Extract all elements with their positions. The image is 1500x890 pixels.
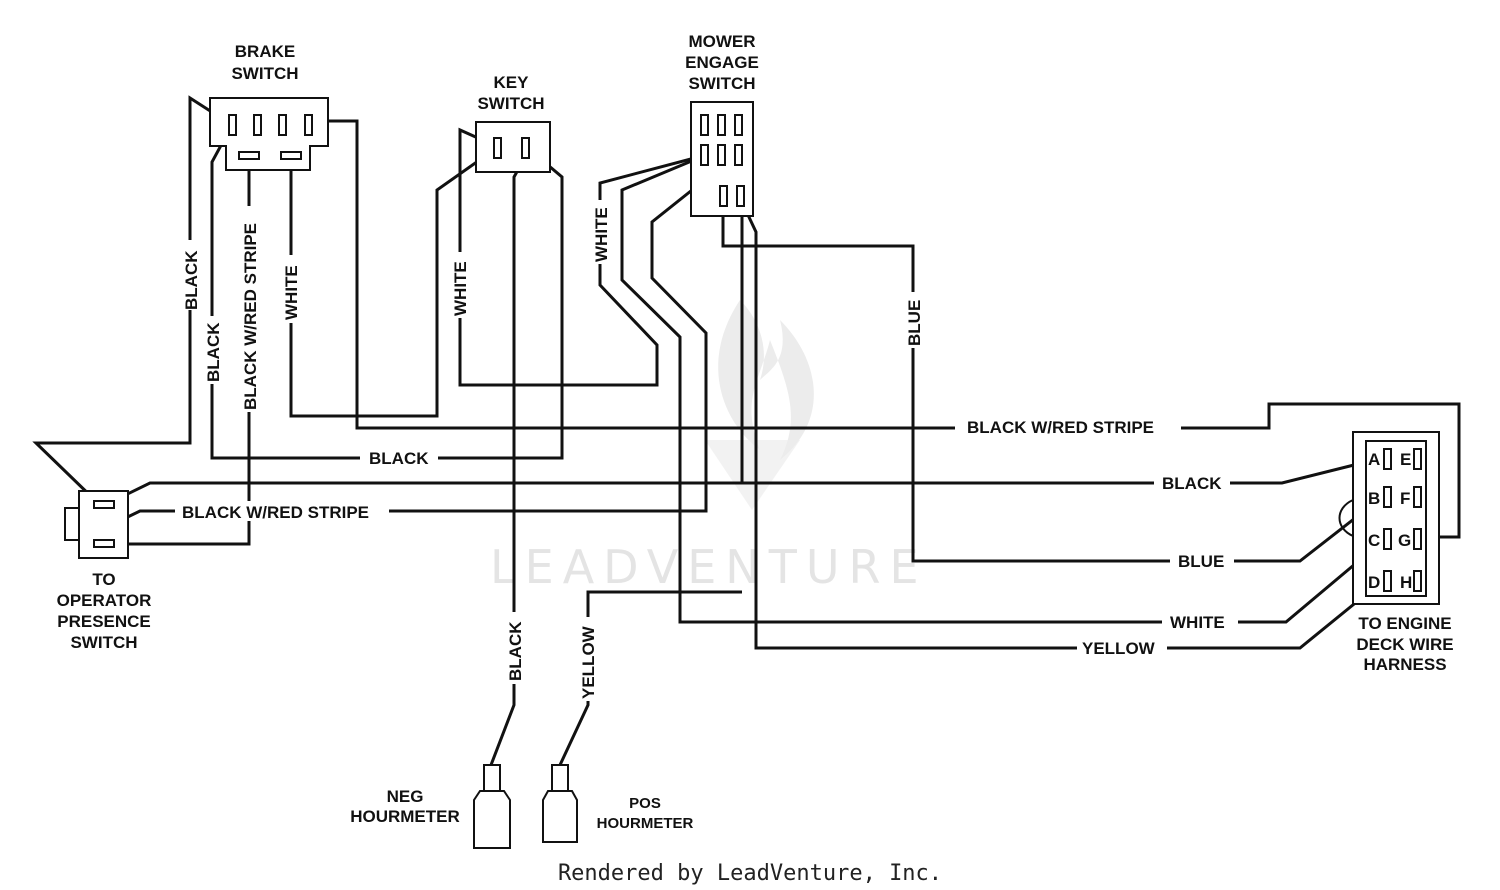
key-switch-label-2: SWITCH	[477, 94, 544, 113]
harness-pin-g: G	[1398, 531, 1411, 550]
label-blue-vertical: BLUE	[905, 300, 924, 346]
harness-pin-a: A	[1368, 450, 1380, 469]
key-switch-label-1: KEY	[494, 73, 530, 92]
operator-label-3: PRESENCE	[57, 612, 151, 631]
brake-switch-label-1: BRAKE	[235, 42, 295, 61]
harness-pin-c: C	[1368, 531, 1380, 550]
operator-label-1: TO	[92, 570, 115, 589]
mower-engage-switch	[690, 101, 754, 217]
label-black-2: BLACK	[204, 322, 223, 382]
wire-mower-yellow-harness	[738, 197, 1387, 650]
harness-label-1: TO ENGINE	[1358, 614, 1451, 633]
harness-label-3: HARNESS	[1363, 655, 1446, 674]
label-white-harness: WHITE	[1170, 613, 1225, 632]
engine-deck-harness-connector	[1338, 431, 1440, 605]
wire-brake-blackred-operator	[105, 157, 251, 546]
pos-hourmeter-label-1: POS	[629, 795, 661, 812]
neg-hourmeter-terminal	[473, 764, 511, 849]
label-white-mower: WHITE	[592, 207, 611, 262]
label-white-brake: WHITE	[282, 265, 301, 320]
neg-hourmeter-label-1: NEG	[387, 787, 424, 806]
footer-credit: Rendered by LeadVenture, Inc.	[558, 861, 942, 886]
pos-hourmeter-terminal	[542, 764, 578, 843]
label-blackred-vertical: BLACK W/RED STRIPE	[241, 223, 260, 410]
wire-mower-white-harness	[620, 153, 1387, 624]
harness-pin-d: D	[1368, 573, 1380, 592]
harness-label-2: DECK WIRE	[1356, 635, 1453, 654]
neg-hourmeter-label-2: HOURMETER	[350, 807, 460, 826]
wire-mower-blackred-operator	[104, 153, 737, 530]
label-blackred-horizontal-left: BLACK W/RED STRIPE	[182, 503, 369, 522]
brake-switch	[209, 97, 329, 171]
watermark-logo	[705, 300, 814, 510]
harness-pin-h: H	[1400, 573, 1412, 592]
mower-switch-label-2: ENGAGE	[685, 53, 759, 72]
wire-harness-black-a	[742, 455, 1387, 485]
watermark-text: LEADVENTURE	[490, 540, 928, 594]
brake-switch-label-2: SWITCH	[231, 64, 298, 83]
wire-brake-white-key	[289, 145, 499, 418]
label-black-1: BLACK	[182, 250, 201, 310]
operator-label-2: OPERATOR	[57, 591, 152, 610]
label-white-key: WHITE	[451, 261, 470, 316]
wire-brake-black-operator	[32, 95, 233, 507]
label-yellow-hourmeter: YELLOW	[579, 625, 598, 699]
mower-switch-label-1: MOWER	[688, 32, 755, 51]
label-yellow-harness: YELLOW	[1082, 639, 1156, 658]
mower-switch-label-3: SWITCH	[688, 74, 755, 93]
harness-pin-f: F	[1400, 489, 1410, 508]
operator-label-4: SWITCH	[70, 633, 137, 652]
label-blackred-horizontal-right: BLACK W/RED STRIPE	[967, 418, 1154, 437]
label-black-harness: BLACK	[1162, 474, 1222, 493]
wire-mower-blue-harness	[721, 198, 1387, 563]
operator-presence-switch	[64, 490, 129, 559]
harness-pin-e: E	[1400, 450, 1411, 469]
wire-labels: BLACK BLACK BLACK W/RED STRIPE WHITE WHI…	[175, 200, 1238, 701]
key-switch	[475, 121, 551, 173]
label-black-hourmeter: BLACK	[506, 621, 525, 681]
wire-brake-blackred-harness	[310, 119, 1461, 539]
label-black-horizontal: BLACK	[369, 449, 429, 468]
harness-pin-b: B	[1368, 489, 1380, 508]
pos-hourmeter-label-2: HOURMETER	[597, 815, 694, 832]
label-blue-harness: BLUE	[1178, 552, 1224, 571]
wire-brake-black-key	[210, 124, 564, 460]
